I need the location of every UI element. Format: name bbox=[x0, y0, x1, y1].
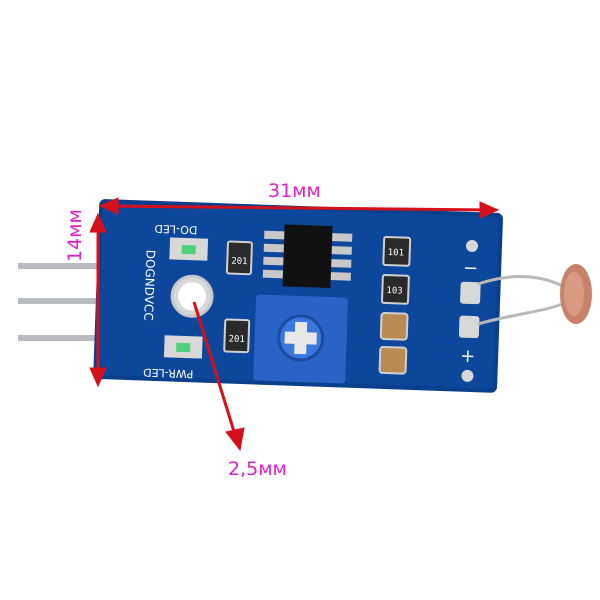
dimension-arrows bbox=[89, 197, 500, 452]
dimension-height-label: 14мм bbox=[64, 209, 86, 262]
silk-do-led: DO-LED bbox=[154, 222, 197, 236]
capacitor-1 bbox=[379, 311, 409, 341]
label-r3: 103 bbox=[386, 286, 403, 297]
dimension-hole-label: 2,5мм bbox=[228, 458, 287, 480]
capacitor-2 bbox=[378, 345, 408, 375]
silk-pwr-led: PWR-LED bbox=[143, 366, 194, 381]
silk-pins: DOGNDVCC bbox=[141, 250, 157, 321]
resistor-r3 bbox=[381, 273, 410, 305]
resistor-r2 bbox=[223, 318, 251, 354]
resistor-r4 bbox=[382, 235, 412, 267]
silk-plus: + bbox=[460, 346, 476, 368]
dimension-width-label: 31мм bbox=[268, 180, 321, 202]
light-sensor-ldr bbox=[477, 264, 592, 326]
label-r1: 201 bbox=[231, 257, 248, 268]
label-r2: 201 bbox=[228, 335, 245, 346]
silk-minus: − bbox=[463, 258, 479, 280]
pcb-board: DO-LED PWR-LED DOGNDVCC − + 201 201 101 … bbox=[93, 199, 503, 393]
comparator-chip bbox=[282, 224, 333, 289]
resistor-r1 bbox=[225, 240, 253, 276]
label-r4: 101 bbox=[388, 248, 405, 259]
